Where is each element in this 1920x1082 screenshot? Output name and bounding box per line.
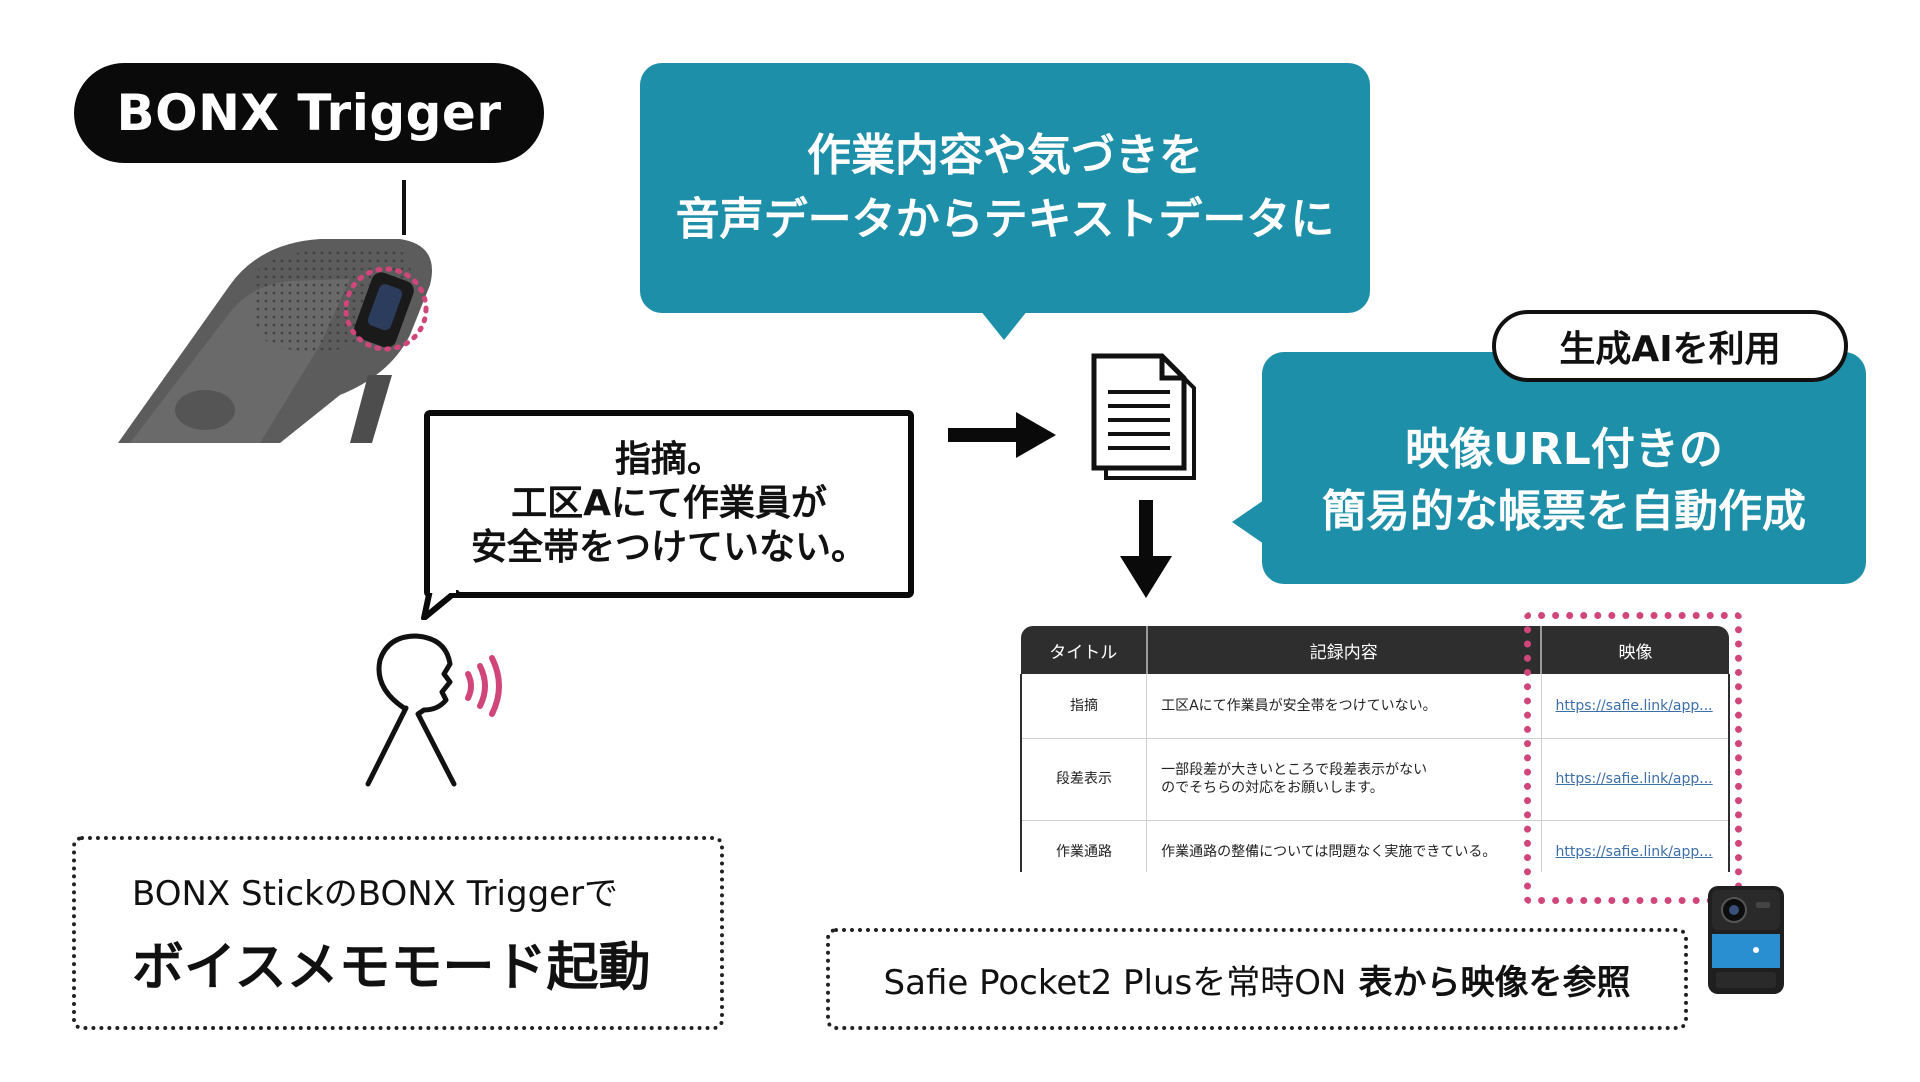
generative-ai-text: 生成AIを利用 bbox=[1559, 329, 1781, 370]
speaking-person-icon bbox=[365, 633, 502, 787]
row-content-line: 作業通路の整備については問題なく実施できている。 bbox=[1161, 844, 1497, 860]
document-icon bbox=[1091, 353, 1196, 480]
column-header-title: タイトル bbox=[1021, 626, 1148, 674]
row-title: 指摘 bbox=[1020, 674, 1148, 739]
callout-tail bbox=[1232, 500, 1264, 544]
transcription-callout: 作業内容や気づきを 音声データからテキストデータに bbox=[640, 63, 1370, 313]
arrow-down-icon bbox=[1120, 500, 1172, 598]
table-row: 段差表示 一部段差が大きいところで段差表示がない のでそちらの対応をお願いします… bbox=[1020, 738, 1730, 821]
row-content-line: 工区Aにて作業員が安全帯をつけていない。 bbox=[1161, 697, 1437, 714]
row-content: 一部段差が大きいところで段差表示がない のでそちらの対応をお願いします。 bbox=[1146, 738, 1542, 821]
arrow-right-icon bbox=[948, 412, 1056, 458]
row-content-line: 一部段差が大きいところで段差表示がない bbox=[1161, 762, 1428, 778]
safie-pocket-box: Safie Pocket2 Plusを常時ON 表から映像を参照 bbox=[826, 928, 1688, 1030]
speech-bubble: 指摘。 工区Aにて作業員が 安全帯をつけていない。 bbox=[424, 410, 914, 598]
row-content-line: のでそちらの対応をお願いします。 bbox=[1161, 780, 1384, 796]
video-link[interactable]: https://safie.link/app... bbox=[1541, 820, 1730, 872]
bonx-device-illustration bbox=[118, 239, 432, 443]
sound-wave-icon bbox=[465, 655, 502, 717]
generative-ai-badge: 生成AIを利用 bbox=[1492, 310, 1848, 382]
label-connector-line bbox=[402, 180, 406, 235]
bonx-trigger-text: BONX Trigger bbox=[116, 84, 502, 142]
column-header-video: 映像 bbox=[1541, 626, 1729, 674]
callout-tail bbox=[980, 310, 1028, 340]
reference-video-text: 表から映像を参照 bbox=[1358, 962, 1631, 1003]
video-link[interactable]: https://safie.link/app... bbox=[1541, 674, 1730, 739]
voice-memo-line-1: BONX StickのBONX Triggerで bbox=[132, 874, 619, 914]
voice-memo-line-2: ボイスメモモード起動 bbox=[132, 938, 651, 998]
video-link[interactable]: https://safie.link/app... bbox=[1541, 738, 1730, 821]
row-content: 作業通路の整備については問題なく実施できている。 bbox=[1146, 820, 1542, 872]
transcription-line-2: 音声データからテキストデータに bbox=[675, 194, 1335, 245]
report-line-2: 簡易的な帳票を自動作成 bbox=[1322, 486, 1806, 537]
report-line-1: 映像URL付きの bbox=[1405, 424, 1723, 475]
row-content: 工区Aにて作業員が安全帯をつけていない。 bbox=[1146, 674, 1542, 739]
speech-line-2: 工区Aにて作業員が bbox=[511, 483, 827, 524]
record-table: タイトル 記録内容 映像 指摘 工区Aにて作業員が安全帯をつけていない。 htt… bbox=[1020, 626, 1730, 872]
column-header-content: 記録内容 bbox=[1146, 626, 1543, 674]
transcription-line-1: 作業内容や気づきを bbox=[807, 130, 1203, 181]
safie-pocket-text: Safie Pocket2 Plusを常時ON bbox=[883, 962, 1347, 1003]
voice-memo-mode-box: BONX StickのBONX Triggerで ボイスメモモード起動 bbox=[72, 836, 724, 1030]
speech-bubble-tail bbox=[421, 590, 460, 620]
table-row: 作業通路 作業通路の整備については問題なく実施できている。 https://sa… bbox=[1020, 820, 1730, 872]
video-column-highlight bbox=[1524, 612, 1742, 904]
table-row: 指摘 工区Aにて作業員が安全帯をつけていない。 https://safie.li… bbox=[1020, 674, 1730, 739]
bonx-trigger-label: BONX Trigger bbox=[74, 63, 544, 163]
row-title: 作業通路 bbox=[1020, 820, 1148, 872]
camera-device-illustration bbox=[1708, 886, 1784, 994]
row-title: 段差表示 bbox=[1020, 738, 1148, 821]
table-header-row: タイトル 記録内容 映像 bbox=[1021, 626, 1729, 674]
speech-line-3: 安全帯をつけていない。 bbox=[470, 527, 867, 568]
record-table-grid: タイトル 記録内容 映像 指摘 工区Aにて作業員が安全帯をつけていない。 htt… bbox=[1020, 626, 1730, 872]
speech-line-1: 指摘。 bbox=[614, 439, 723, 480]
report-callout: 映像URL付きの 簡易的な帳票を自動作成 bbox=[1262, 352, 1866, 584]
